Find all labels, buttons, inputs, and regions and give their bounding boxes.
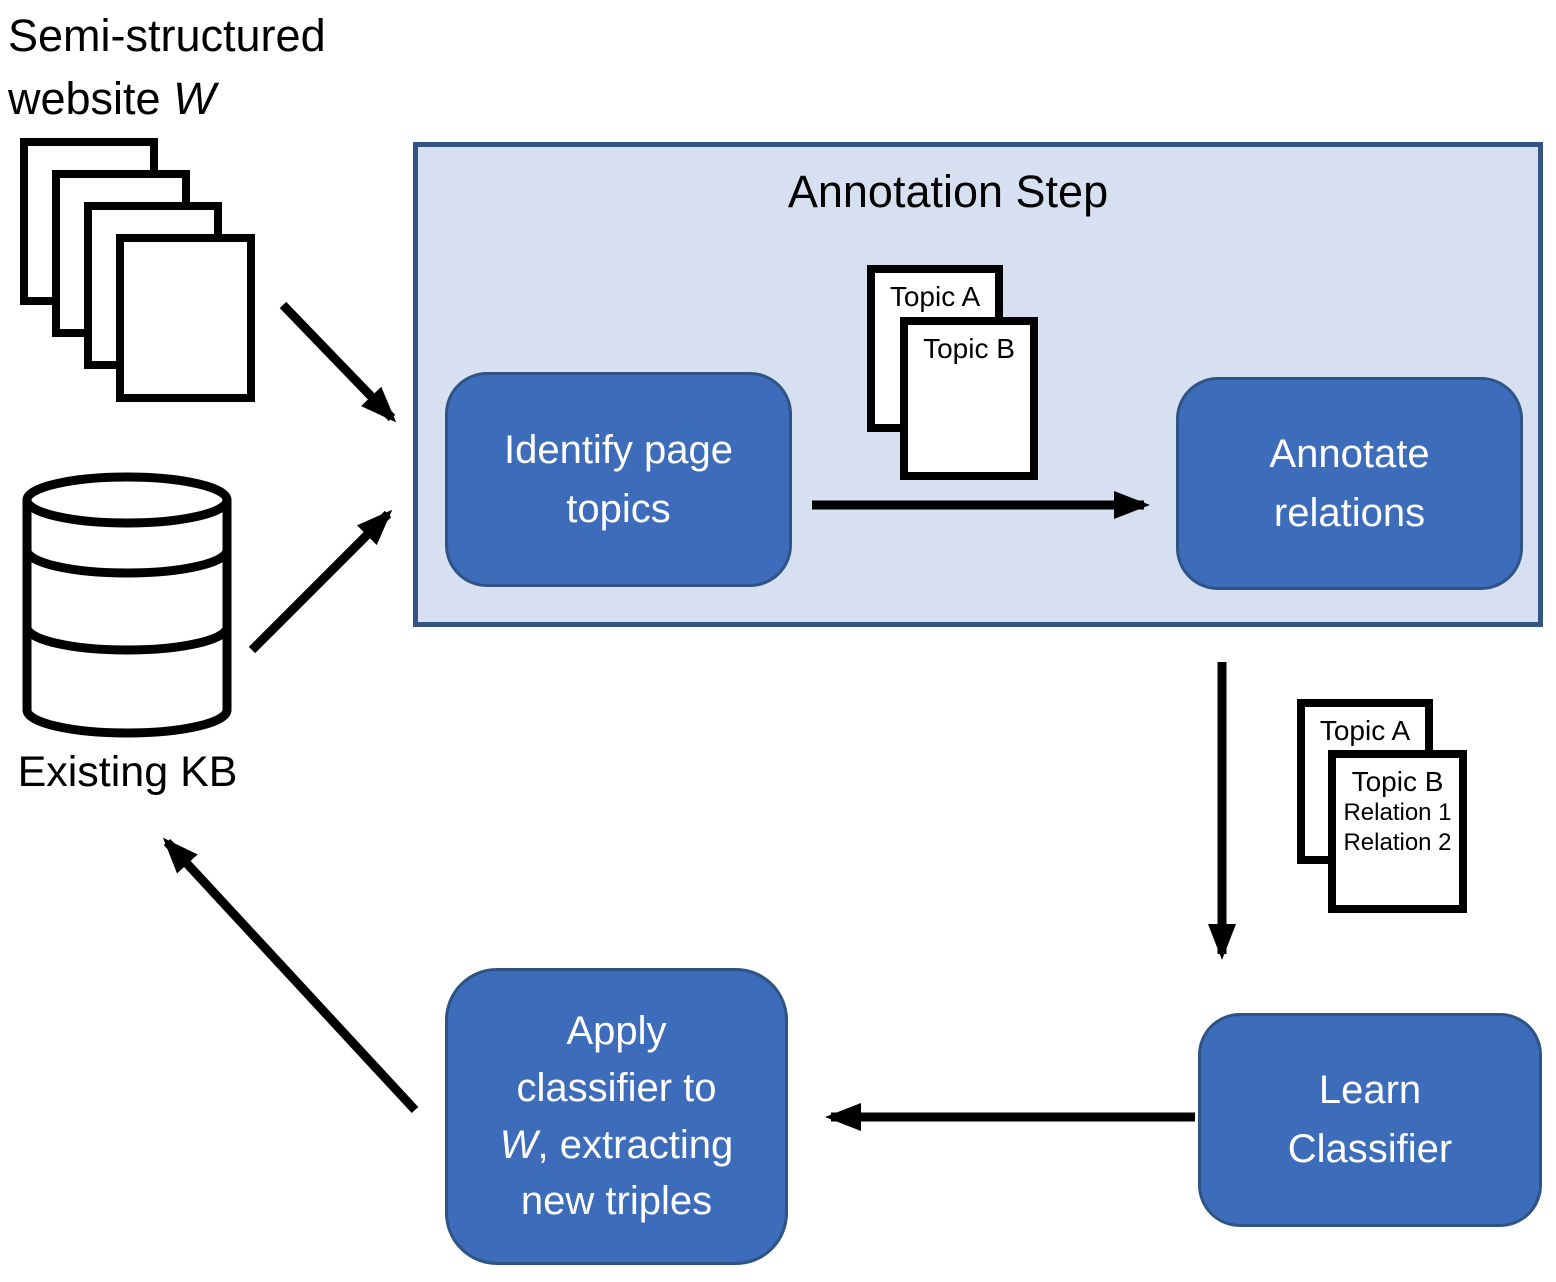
annotated-topic-a-label: Topic A bbox=[1319, 715, 1411, 746]
identify-box-line2: topics bbox=[566, 486, 671, 531]
source-website-label: Semi-structured website W bbox=[8, 4, 428, 130]
existing-kb-label: Existing KB bbox=[17, 748, 238, 796]
page-sheet bbox=[116, 234, 255, 402]
apply-box-symbol: W bbox=[499, 1122, 538, 1167]
arrow-website-to-identify bbox=[279, 301, 397, 423]
database-top bbox=[22, 472, 232, 528]
arrow-apply-to-kb bbox=[162, 837, 419, 1114]
identify-page-topics-box: Identify page topics bbox=[445, 372, 792, 587]
relation-2-label: Relation 2 bbox=[1343, 829, 1452, 856]
identify-box-line1: Identify page bbox=[503, 427, 734, 472]
annotation-step-title: Annotation Step bbox=[787, 166, 1109, 217]
annotate-box-line2: relations bbox=[1273, 490, 1426, 535]
topic-b-document-label: Topic B bbox=[923, 333, 1015, 364]
learn-box-line1: Learn bbox=[1318, 1068, 1422, 1113]
topic-a-document-label: Topic A bbox=[889, 281, 981, 312]
arrow-kb-to-identify bbox=[248, 509, 393, 654]
annotated-topic-b-document: Topic B Relation 1 Relation 2 bbox=[1328, 750, 1467, 913]
apply-box-line1: Apply bbox=[566, 1008, 667, 1053]
apply-box-line2: classifier to bbox=[516, 1065, 717, 1110]
apply-classifier-box: Apply classifier to W, extracting new tr… bbox=[445, 968, 788, 1265]
topic-b-document: Topic B bbox=[900, 317, 1038, 480]
relation-1-label: Relation 1 bbox=[1343, 799, 1452, 826]
source-label-line2: website W bbox=[8, 73, 216, 124]
apply-box-line3: W, extracting bbox=[499, 1122, 734, 1167]
annotate-box-line1: Annotate bbox=[1269, 431, 1430, 476]
apply-box-line4: new triples bbox=[520, 1179, 713, 1224]
annotate-relations-box: Annotate relations bbox=[1176, 377, 1523, 590]
learn-box-line2: Classifier bbox=[1287, 1127, 1453, 1171]
database-band-1 bbox=[22, 549, 232, 578]
database-band-2 bbox=[22, 626, 232, 655]
source-label-line1: Semi-structured bbox=[8, 10, 326, 61]
database-body bbox=[22, 500, 232, 738]
learn-classifier-box: Learn Classifier bbox=[1198, 1013, 1542, 1227]
annotated-topic-b-label: Topic B bbox=[1351, 766, 1444, 797]
database-icon bbox=[22, 472, 232, 738]
website-symbol: W bbox=[173, 73, 216, 124]
